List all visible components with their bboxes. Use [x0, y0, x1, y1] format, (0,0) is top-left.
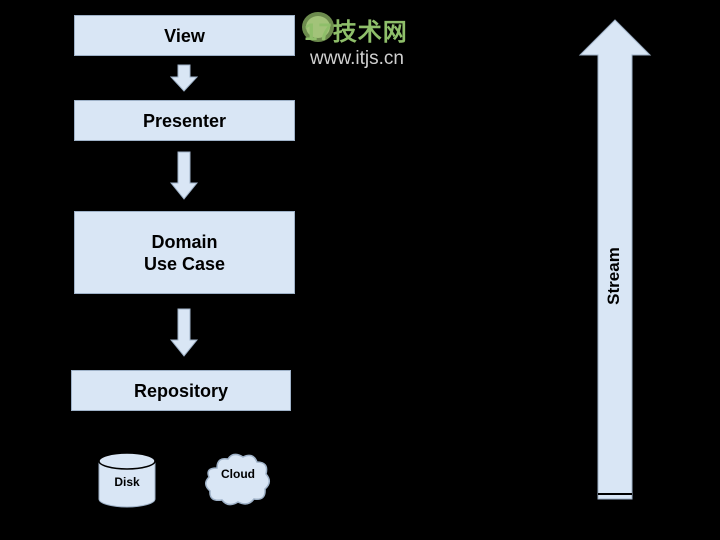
cloud-icon: Cloud	[205, 453, 270, 506]
presenter-label: Presenter	[142, 110, 227, 131]
watermark-logo-text: 17技术网	[304, 19, 408, 46]
domain-label: Domain	[151, 231, 218, 252]
watermark-url: www.itjs.cn	[310, 48, 404, 69]
repository-box: Repository	[71, 370, 291, 411]
repository-label: Repository	[133, 380, 229, 401]
view-box: View	[74, 15, 295, 56]
cloud-label: Cloud	[221, 467, 255, 481]
watermark-logo-icon	[302, 12, 334, 42]
view-label: View	[164, 25, 205, 46]
use-case-label: Use Case	[143, 253, 226, 274]
domain-use-case-box: Domain Use Case	[74, 211, 295, 294]
arrow-view-to-presenter	[170, 64, 198, 92]
stream-up-arrow	[578, 19, 652, 500]
arrow-presenter-to-domain	[170, 151, 198, 200]
disk-cylinder-icon: Disk	[98, 452, 156, 508]
arrow-domain-to-repository	[170, 308, 198, 357]
stream-label: Stream	[604, 247, 623, 305]
watermark: 17技术网 www.itjs.cn	[298, 8, 438, 72]
presenter-box: Presenter	[74, 100, 295, 141]
disk-label: Disk	[114, 475, 140, 489]
